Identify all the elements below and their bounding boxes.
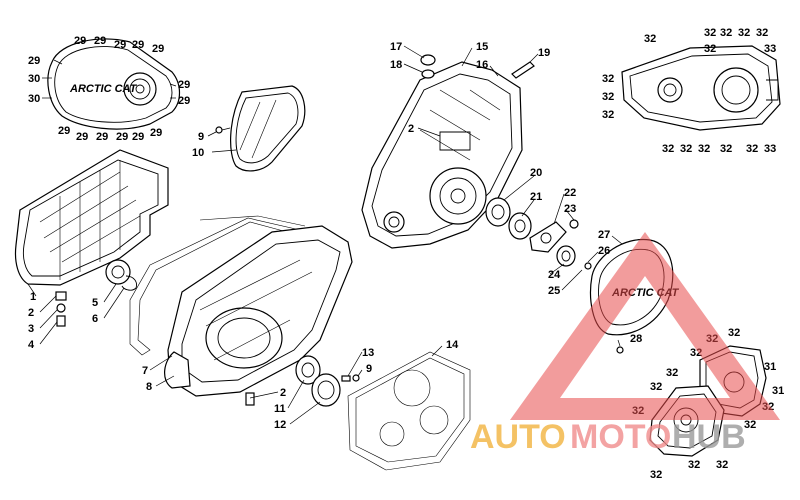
callout: 32 [680, 143, 692, 155]
callout: 2 [280, 387, 286, 399]
leader-lines [27, 45, 623, 425]
callout: 24 [548, 269, 561, 281]
callout: 32 [688, 459, 700, 471]
callout: 2 [408, 123, 414, 135]
callout: 15 [476, 41, 488, 53]
callout: 29 [132, 39, 144, 51]
callout: 32 [704, 27, 716, 39]
callout: 10 [192, 147, 204, 159]
watermark-hub: HUB [672, 418, 746, 456]
callout: 4 [28, 339, 35, 351]
callout: 32 [650, 381, 662, 393]
watermark-moto: MOTO [570, 418, 671, 456]
callout: 14 [446, 339, 459, 351]
callout: 32 [728, 327, 740, 339]
callout: 32 [650, 469, 662, 481]
callout: 32 [644, 33, 656, 45]
callout: 16 [476, 59, 488, 71]
callout: 2 [28, 307, 34, 319]
callout: 29 [132, 131, 144, 143]
callout: 20 [530, 167, 542, 179]
callout: 5 [92, 297, 98, 309]
stator-gasket-part [347, 351, 471, 471]
callout: 29 [94, 35, 106, 47]
clutch-housing-part [14, 149, 169, 327]
callout: 32 [602, 91, 614, 103]
callout: 29 [116, 131, 128, 143]
callout: 9 [366, 363, 372, 375]
callout: 27 [598, 229, 610, 241]
callout: 9 [198, 131, 204, 143]
callout: 28 [630, 333, 642, 345]
clutch-cover-part: ARCTIC CAT [47, 38, 181, 130]
callout: 32 [744, 419, 756, 431]
callout: 32 [698, 143, 710, 155]
callout: 32 [602, 73, 614, 85]
callout: 29 [178, 79, 190, 91]
cover-gasket-part [215, 85, 306, 172]
callout: 17 [390, 41, 402, 53]
right-crankcase-part [361, 54, 535, 249]
callout: 30 [28, 73, 40, 85]
watermark-auto: AUTO [470, 418, 566, 456]
top-right-cover-part [621, 45, 781, 131]
callout: 32 [738, 27, 750, 39]
center-crankcase-part [164, 225, 353, 406]
callout: 29 [58, 125, 70, 137]
callout: 30 [28, 93, 40, 105]
watermark: AUTO MOTO HUB [470, 232, 780, 456]
callout: 29 [76, 131, 88, 143]
callout: 32 [662, 143, 674, 155]
callout: 19 [538, 47, 550, 59]
callout: 12 [274, 419, 286, 431]
output-bearing-part [485, 197, 592, 270]
callout: 3 [28, 323, 34, 335]
callout: 13 [362, 347, 374, 359]
callout: 18 [390, 59, 402, 71]
callout: 29 [114, 39, 126, 51]
callout: 33 [764, 43, 776, 55]
callout: 25 [548, 285, 560, 297]
callout: 31 [764, 361, 776, 373]
callout: 8 [146, 381, 152, 393]
watermark-triangle-icon [510, 232, 780, 420]
callout: 31 [772, 385, 784, 397]
callout: 29 [74, 35, 86, 47]
callout: 21 [530, 191, 542, 203]
callout: 32 [720, 143, 732, 155]
callout: 11 [274, 403, 286, 415]
callout-labels: 29 29 29 29 29 29 29 29 29 29 29 29 29 2… [28, 27, 784, 481]
callout: 29 [152, 43, 164, 55]
callout: 29 [28, 55, 40, 67]
callout: 29 [178, 95, 190, 107]
callout: 29 [96, 131, 108, 143]
callout: 26 [598, 245, 610, 257]
callout: 32 [704, 43, 716, 55]
callout: 1 [30, 291, 36, 303]
callout: 33 [764, 143, 776, 155]
callout: 32 [756, 27, 768, 39]
callout: 23 [564, 203, 576, 215]
callout: 32 [602, 109, 614, 121]
callout: 7 [142, 365, 148, 377]
callout: 6 [92, 313, 98, 325]
callout: 32 [720, 27, 732, 39]
callout: 32 [716, 459, 728, 471]
callout: 22 [564, 187, 576, 199]
bearing-seal-part [295, 355, 360, 407]
callout: 29 [150, 127, 162, 139]
callout: 32 [746, 143, 758, 155]
callout: 32 [666, 367, 678, 379]
logo-arctic-cat: ARCTIC CAT [69, 83, 138, 95]
